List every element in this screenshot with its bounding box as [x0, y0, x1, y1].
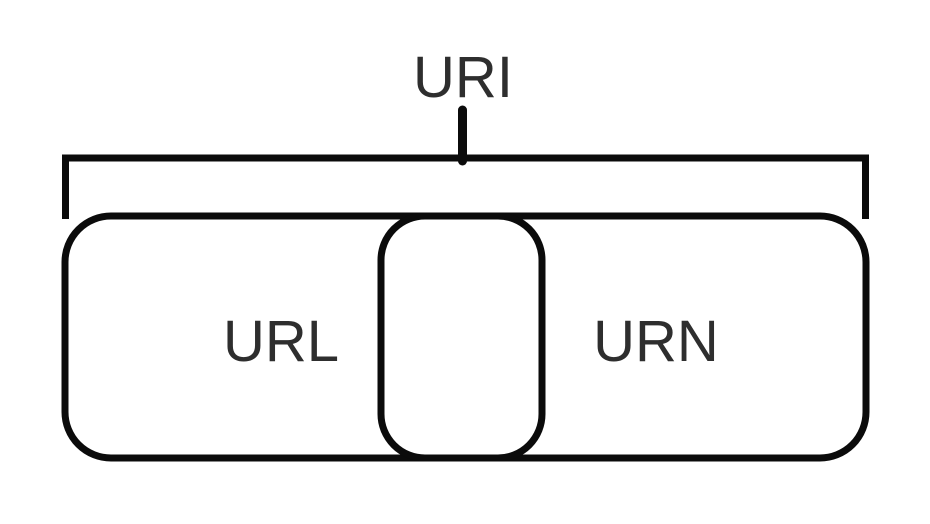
url-urn-overlap-box: [377, 212, 546, 462]
outer-uri-box: [61, 212, 870, 462]
uri-span-bracket: [62, 154, 869, 219]
uri-title-label: URI: [413, 45, 513, 110]
url-label: URL: [223, 309, 339, 374]
urn-label: URN: [593, 309, 719, 374]
